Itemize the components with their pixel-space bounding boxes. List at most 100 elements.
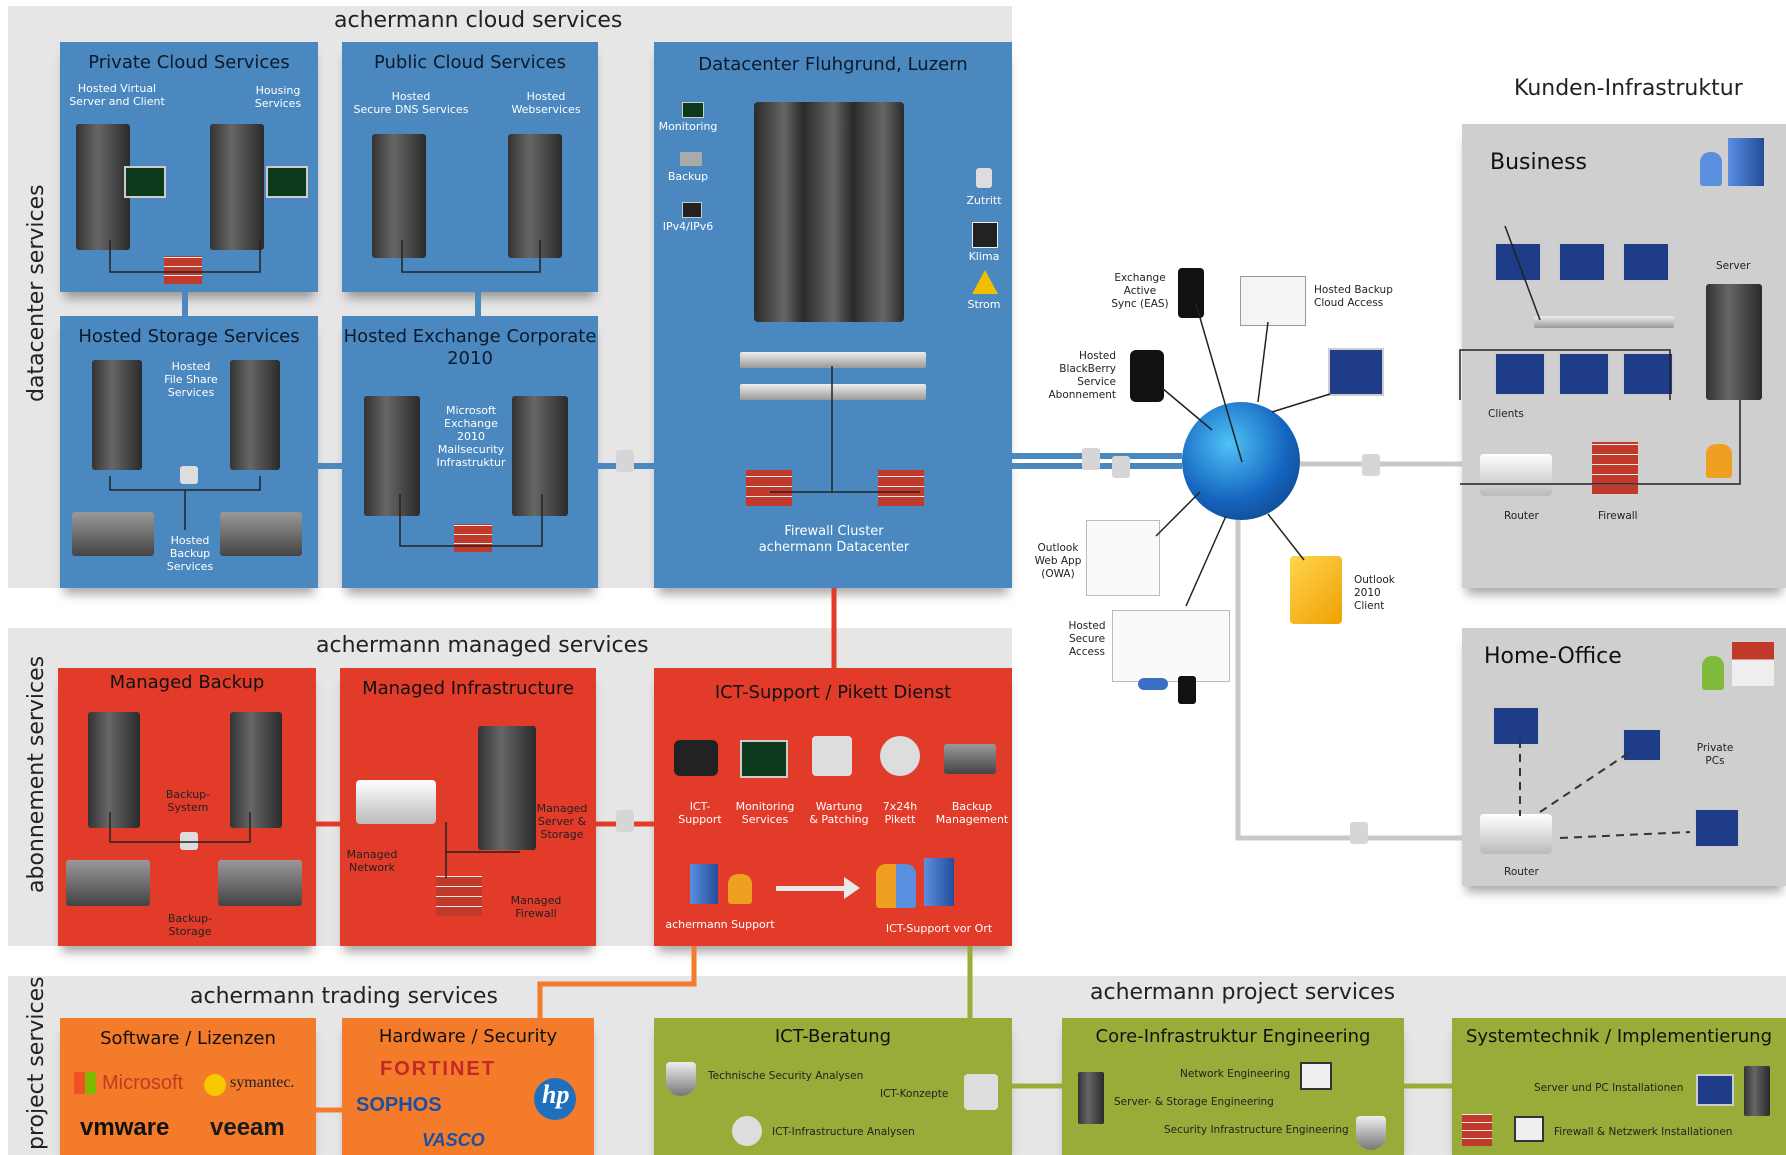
zutritt-label: Zutritt	[966, 194, 1002, 207]
browser-window-icon	[1240, 276, 1306, 326]
vasco-logo: VASCO	[422, 1130, 485, 1150]
business-title: Business	[1490, 150, 1588, 175]
lock-icon	[976, 168, 992, 188]
public-cloud-box: Public Cloud Services Hosted Secure DNS …	[342, 42, 598, 292]
ict-support-onsite-label: ICT-Support vor Ort	[885, 922, 993, 935]
server-icon	[92, 360, 142, 470]
business-box: Business Server Clients Router Firewall	[1462, 124, 1786, 588]
datacenter-services-label: datacenter services	[24, 184, 49, 402]
server-icon	[230, 712, 282, 828]
server-icon	[230, 360, 280, 470]
firewall-icon	[1462, 1114, 1492, 1146]
outlook-icon	[1290, 556, 1342, 624]
storage-icon	[72, 512, 154, 556]
laptop-icon	[1328, 348, 1384, 396]
systemtechnik-title: Systemtechnik / Implementierung	[1465, 1026, 1773, 1047]
firewall-icon	[746, 470, 792, 506]
lock-icon	[1350, 822, 1368, 844]
datacenter-box: Datacenter Fluhgrund, Luzern Monitoring …	[654, 42, 1012, 588]
backup-icon	[680, 152, 702, 166]
storage-icon	[220, 512, 302, 556]
router-icon	[1480, 454, 1552, 496]
firewall-icon	[454, 524, 492, 552]
exchange-sync-label: Exchange Active Sync (EAS)	[1111, 272, 1169, 310]
hardware-security-title: Hardware / Security	[378, 1026, 558, 1047]
sophos-logo: SOPHOS	[356, 1094, 442, 1116]
backup-storage-label: Backup- Storage	[167, 912, 213, 938]
server-icon	[210, 124, 264, 250]
ict-item-0: ICT- Support	[678, 800, 722, 826]
strom-label: Strom	[967, 298, 1001, 311]
network-icon	[1300, 1062, 1332, 1090]
achermann-support-label: achermann Support	[665, 918, 775, 931]
beratung-item-0: Technische Security Analysen	[708, 1070, 864, 1082]
core-infrastructure-title: Core-Infrastruktur Engineering	[1095, 1026, 1371, 1047]
server-icon	[508, 134, 562, 258]
hosted-virtual-label: Hosted Virtual Server and Client	[69, 82, 165, 108]
server-icon	[364, 396, 420, 516]
customer-infra-title: Kunden-Infrastruktur	[1514, 76, 1743, 101]
blackberry-label: Hosted BlackBerry Service Abonnement	[1048, 350, 1116, 401]
managed-infrastructure-title: Managed Infrastructure	[362, 678, 574, 699]
laptop-icon	[1622, 242, 1670, 282]
ict-support-title: ICT-Support / Pikett Dienst	[714, 682, 952, 703]
secure-access-label: Hosted Secure Access	[1068, 620, 1106, 658]
backup-system-label: Backup- System	[165, 788, 211, 814]
laptop-icon	[1622, 728, 1662, 762]
lock-icon	[616, 450, 634, 472]
lock-icon	[616, 810, 634, 832]
desktop-icon	[1622, 352, 1674, 396]
server-icon	[88, 712, 140, 828]
server-icon	[1744, 1066, 1770, 1116]
core-infrastructure-box: Core-Infrastruktur Engineering Network E…	[1062, 1018, 1404, 1155]
hosted-storage-title: Hosted Storage Services	[78, 326, 300, 347]
ict-beratung-title: ICT-Beratung	[774, 1026, 892, 1047]
ict-item-1: Monitoring Services	[735, 800, 795, 826]
desktop-icon	[1558, 352, 1610, 396]
housing-label: Housing Services	[254, 84, 302, 110]
hosted-storage-box: Hosted Storage Services Hosted File Shar…	[60, 316, 318, 588]
vmware-logo: vmware	[80, 1114, 170, 1141]
network-icon	[1514, 1116, 1544, 1142]
private-cloud-title: Private Cloud Services	[88, 52, 290, 73]
gear-icon	[880, 736, 920, 776]
monitoring-icon	[682, 102, 704, 118]
lock-icon	[180, 832, 198, 850]
core-item-0: Network Engineering	[1180, 1068, 1291, 1080]
clients-label: Clients	[1488, 408, 1524, 420]
hosted-exchange-box: Hosted Exchange Corporate 2010 Microsoft…	[342, 316, 598, 588]
cloud-band-title: achermann cloud services	[334, 8, 623, 33]
home-router-label: Router	[1504, 866, 1539, 878]
router-icon	[356, 780, 436, 824]
firewall-icon	[1592, 442, 1638, 494]
monitor-icon	[1696, 1074, 1734, 1106]
core-item-1: Server- & Storage Engineering	[1114, 1096, 1274, 1108]
ict-beratung-box: ICT-Beratung Technische Security Analyse…	[654, 1018, 1012, 1155]
blackberry-icon	[1130, 350, 1164, 402]
mailsecurity-label: Microsoft Exchange 2010 Mailsecurity Inf…	[436, 404, 506, 469]
beratung-item-1: ICT-Konzepte	[880, 1088, 949, 1100]
managed-server-label: Managed Server & Storage	[536, 802, 588, 841]
datacenter-title: Datacenter Fluhgrund, Luzern	[698, 54, 968, 75]
smartphone-icon	[1178, 676, 1196, 704]
fortinet-logo: FORTINET	[380, 1058, 496, 1080]
microsoft-logo: Microsoft	[102, 1072, 184, 1094]
symantec-logo: symantec.	[230, 1074, 295, 1091]
core-item-2: Security Infrastructure Engineering	[1164, 1124, 1349, 1136]
microsoft-logo-icon	[74, 1072, 96, 1094]
firewall-icon	[436, 876, 482, 916]
people-icon	[728, 874, 752, 904]
hosted-exchange-title: Hosted Exchange Corporate 2010	[343, 326, 597, 369]
switch-icon	[740, 384, 926, 400]
scroll-icon	[812, 736, 852, 776]
server-icon	[76, 124, 130, 250]
managed-network-label: Managed Network	[346, 848, 398, 874]
server-cluster-icon	[754, 102, 904, 322]
trading-band-title: achermann trading services	[190, 984, 498, 1009]
people-icon	[1706, 444, 1732, 478]
arrow-right-icon	[776, 886, 850, 891]
server-icon	[478, 726, 536, 850]
backup-cloud-label: Hosted Backup Cloud Access	[1314, 284, 1393, 309]
software-licenses-title: Software / Lizenzen	[100, 1028, 276, 1049]
warning-icon	[972, 270, 998, 294]
